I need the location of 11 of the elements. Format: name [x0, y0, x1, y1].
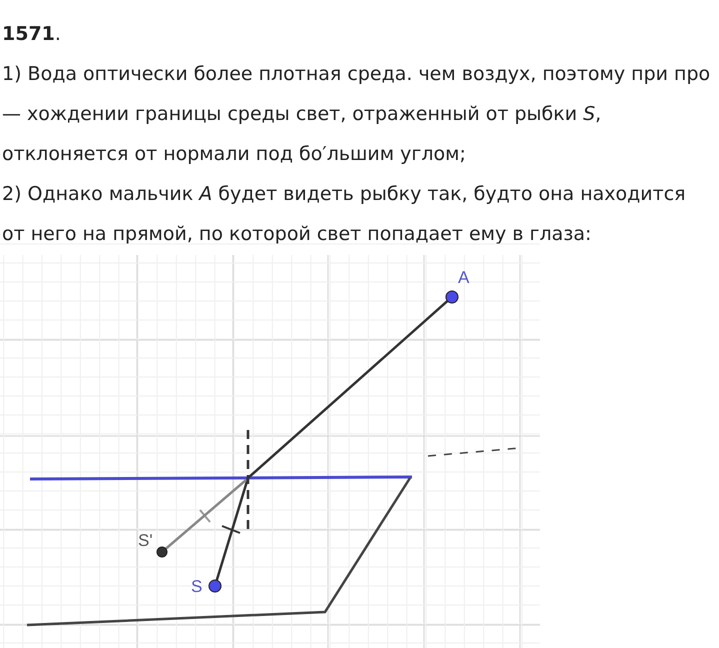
paragraph: 1) Вода оптически более плотная среда. чем воздух, поэтому при про — хождении границы среды свет, отраженный от рыбки S, отклоняется от нормали под бо′льшим углом;	[2, 62, 712, 167]
point	[138, 532, 167, 557]
point	[191, 578, 221, 595]
exercise-number: 1571.	[2, 22, 62, 47]
light-ray-extension	[164, 479, 247, 550]
point	[446, 269, 472, 303]
paragraph: 2) Однако мальчик A будет видеть рыбку так, будто она находится от него на прямой, по которой свет попадает ему в глаза:	[2, 182, 687, 247]
point-label: S'	[138, 532, 153, 549]
point-label: S	[191, 578, 202, 595]
point-label: A	[458, 269, 470, 286]
light-ray	[216, 300, 448, 581]
